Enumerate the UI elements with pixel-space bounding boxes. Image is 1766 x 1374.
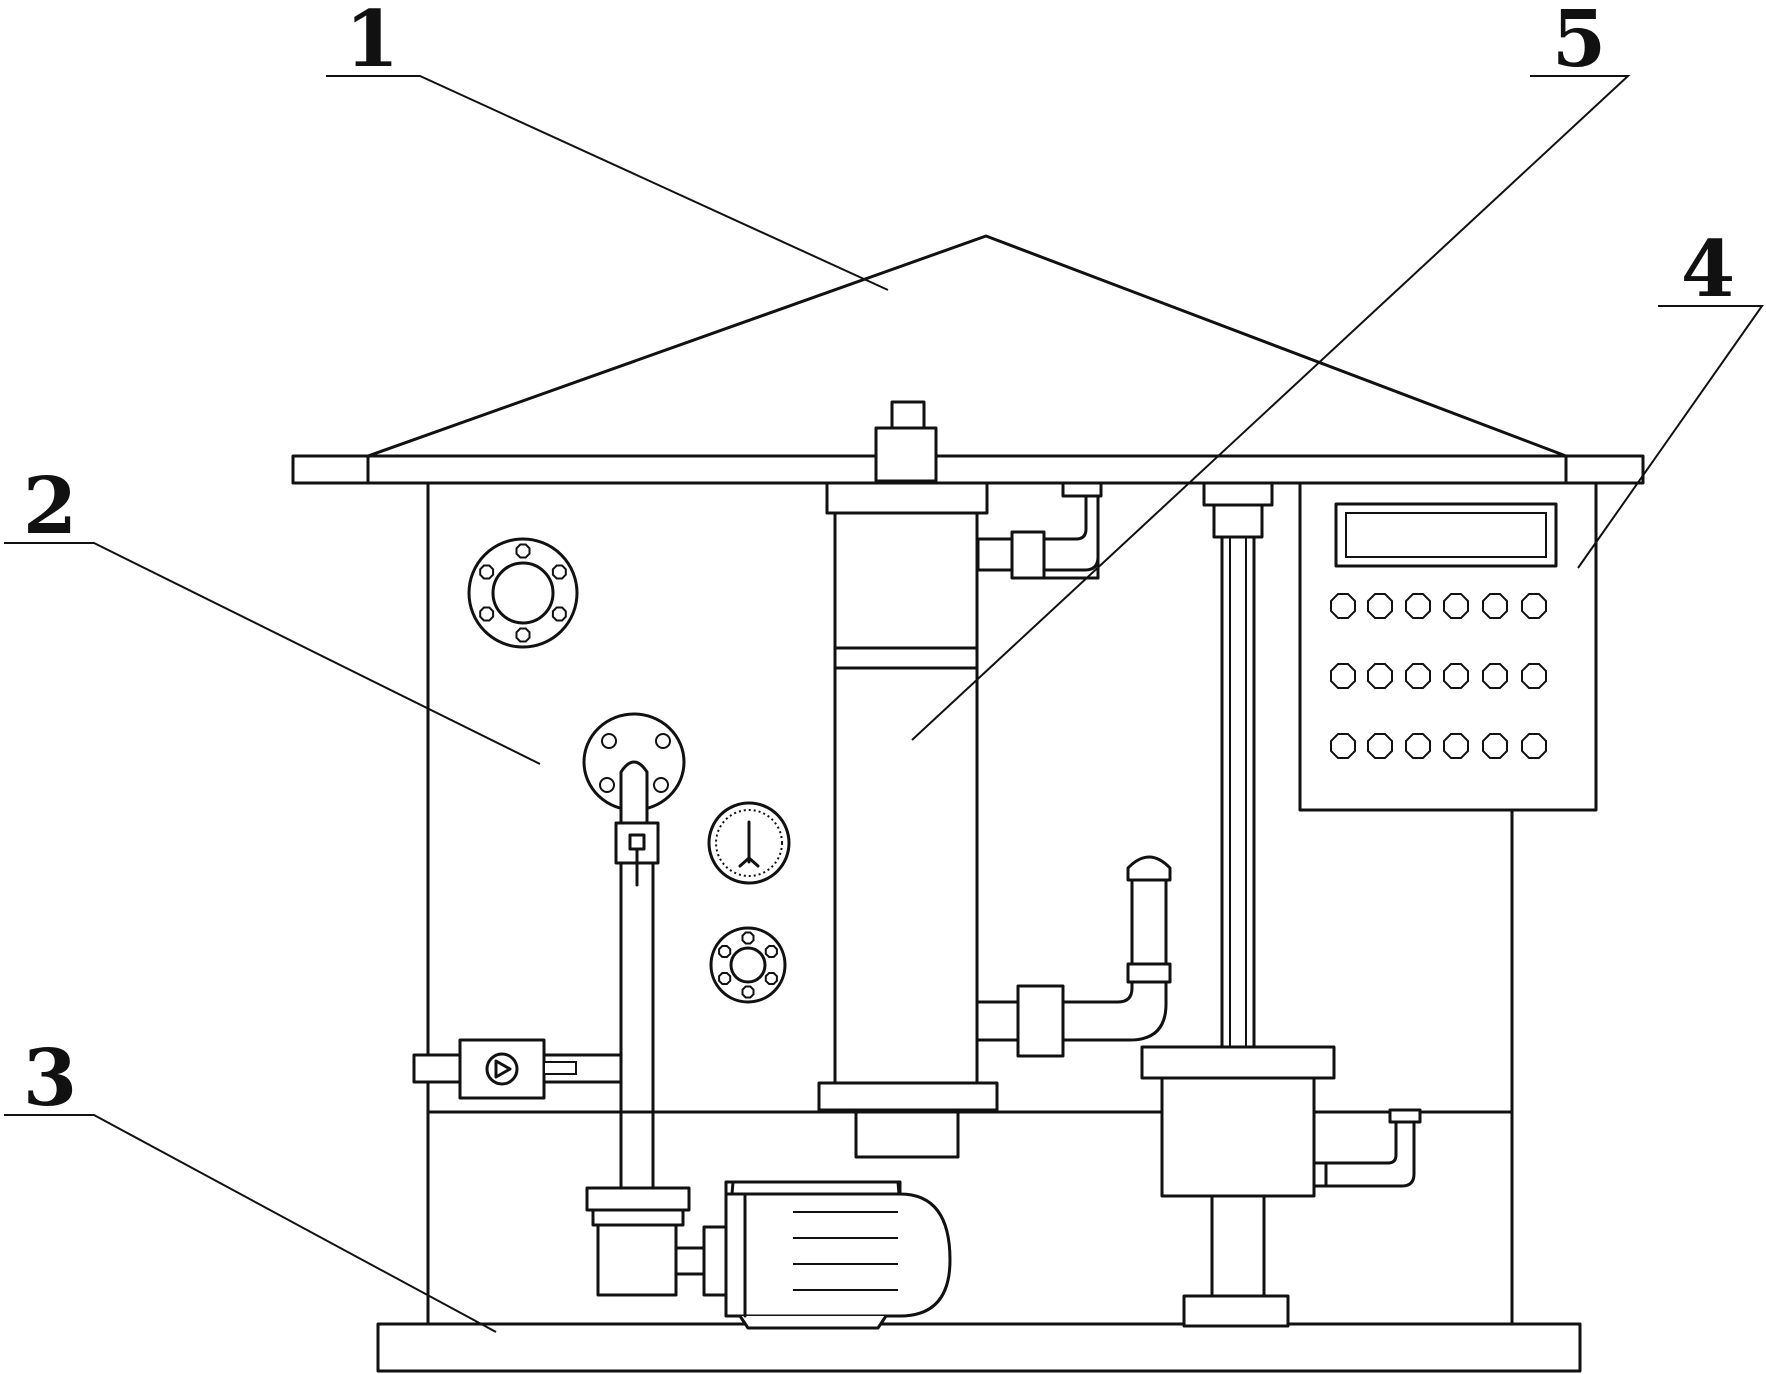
control-button[interactable] [1405, 593, 1431, 619]
bolt-hole [764, 945, 778, 958]
bolt-hole [479, 606, 495, 622]
control-button[interactable] [1367, 733, 1393, 759]
bolt-hole [764, 972, 778, 985]
control-button[interactable] [1482, 733, 1508, 759]
upper-pipe [976, 481, 1103, 580]
control-button[interactable] [1482, 593, 1508, 619]
control-button[interactable] [1367, 593, 1393, 619]
label-4: 4 [1681, 224, 1735, 315]
control-button[interactable] [1330, 663, 1356, 689]
leader-lines [4, 75, 1764, 1333]
cabinet-frame [426, 481, 1514, 1330]
lower-right-flange [709, 926, 787, 1004]
control-button[interactable] [1482, 663, 1508, 689]
control-button[interactable] [1521, 733, 1547, 759]
bolt-hole [551, 564, 567, 580]
lower-pipe [975, 855, 1172, 1058]
control-button[interactable] [1330, 593, 1356, 619]
vertical-shaft [1140, 481, 1336, 1328]
control-button[interactable] [1443, 733, 1469, 759]
bolt-hole [718, 945, 732, 958]
left-horizontal-valve [412, 1038, 623, 1100]
label-1: 1 [345, 0, 399, 85]
control-button[interactable] [1521, 663, 1547, 689]
bolt-hole [741, 985, 755, 999]
filter-column [817, 481, 999, 1159]
pressure-gauge [707, 801, 791, 885]
control-button[interactable] [1330, 733, 1356, 759]
control-buttons [1330, 593, 1547, 759]
left-descending-pipe [619, 861, 655, 1190]
top-left-flange [467, 537, 579, 649]
control-button[interactable] [1521, 593, 1547, 619]
bolt-hole [515, 543, 531, 559]
control-box [1298, 481, 1598, 812]
label-2: 2 [23, 461, 77, 552]
label-3: 3 [23, 1033, 77, 1124]
label-5: 5 [1552, 0, 1606, 85]
control-button[interactable] [1443, 663, 1469, 689]
bolt-hole [718, 972, 732, 985]
motor-pump [585, 1180, 952, 1330]
control-button[interactable] [1405, 733, 1431, 759]
right-small-pipe [1312, 1108, 1422, 1188]
bolt-hole [515, 627, 531, 643]
display-screen [1334, 502, 1558, 568]
control-button[interactable] [1367, 663, 1393, 689]
control-button[interactable] [1405, 663, 1431, 689]
valve-flange-assembly [582, 712, 686, 887]
roof [291, 234, 1645, 485]
top-fitting [874, 400, 938, 483]
base-plate [376, 1322, 1582, 1373]
control-button[interactable] [1443, 593, 1469, 619]
bolt-hole [741, 931, 755, 945]
bolt-hole [551, 606, 567, 622]
bolt-hole [479, 564, 495, 580]
